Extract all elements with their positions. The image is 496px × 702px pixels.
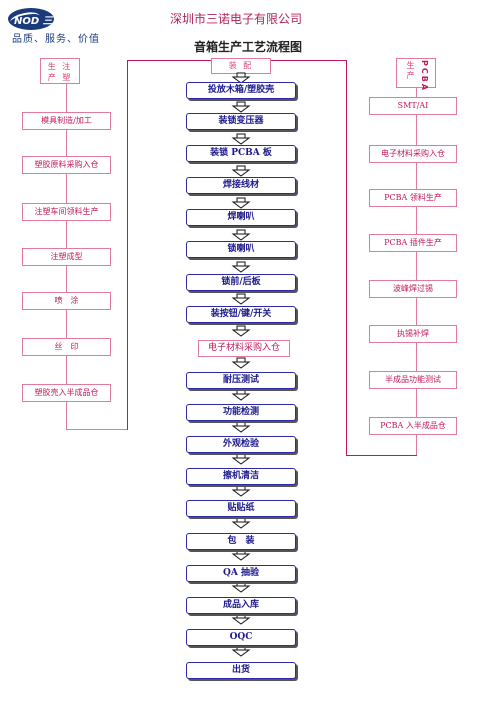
company-slogan: 品质、服务、价值	[12, 34, 100, 45]
company-logo	[8, 8, 54, 30]
right-feed-line	[346, 60, 347, 455]
right-category-box: 生产 PCBA	[396, 58, 436, 92]
center-step-1: 投放木箱/塑胶壳	[186, 82, 296, 99]
center-step-4: 焊接线材	[186, 177, 296, 194]
right-step-semi-store: PCBA 入半成品仓	[369, 417, 457, 435]
left-feed-line	[127, 60, 128, 430]
center-step-5: 焊喇叭	[186, 209, 296, 226]
right-step-pcba-issue: PCBA 领料生产	[369, 189, 457, 207]
center-step-17: 成品入库	[186, 597, 296, 614]
center-step-12: 外观检验	[186, 436, 296, 453]
left-step-issue: 注塑车间领料生产	[22, 203, 111, 221]
center-step-3: 装锁 PCBA 板	[186, 145, 296, 162]
center-step-6: 锁喇叭	[186, 241, 296, 258]
left-top-line	[127, 60, 211, 61]
right-step-wave-solder: 波峰焊过锡	[369, 280, 457, 298]
center-step-2: 装锁变压器	[186, 113, 296, 130]
right-step-func-test: 半成品功能测试	[369, 371, 457, 389]
assembly-label: 装 配	[211, 58, 271, 74]
center-step-11: 功能检测	[186, 404, 296, 421]
center-step-10: 耐压测试	[186, 372, 296, 389]
center-step-19: 出货	[186, 662, 296, 679]
left-step-semi-store: 塑胶壳入半成品仓	[22, 384, 111, 402]
page-title: 音箱生产工艺流程图	[193, 40, 302, 54]
center-step-15: 包 装	[186, 533, 296, 550]
left-step-material: 塑胶原料采购入仓	[22, 156, 111, 174]
center-step-18: OQC	[186, 629, 296, 646]
right-category-label: 生产	[406, 61, 415, 81]
left-step-molding: 注塑成型	[22, 248, 111, 266]
logo-text: NOD 三诺	[14, 16, 63, 27]
company-name: 深圳市三诺电子有限公司	[170, 12, 303, 26]
left-category-line1: 生 注	[47, 62, 73, 71]
right-step-pcba-insert: PCBA 插件生产	[369, 234, 457, 252]
right-step-material: 电子材料采购入仓	[369, 145, 457, 163]
center-step-14: 贴贴纸	[186, 500, 296, 517]
center-step-16: QA 抽验	[186, 565, 296, 582]
right-return-line	[346, 455, 417, 456]
center-step-7: 锁前/后板	[186, 274, 296, 291]
left-step-mold: 模具制造/加工	[22, 112, 111, 130]
left-step-print: 丝 印	[22, 338, 111, 356]
center-step-13: 擦机清洁	[186, 468, 296, 485]
right-top-line	[271, 60, 347, 61]
right-step-smt: SMT/AI	[369, 97, 457, 115]
center-step-8: 装按钮/键/开关	[186, 306, 296, 323]
left-step-spray: 喷 涂	[22, 292, 111, 310]
right-flow-line	[416, 88, 417, 455]
right-step-touchup: 执锡补焊	[369, 325, 457, 343]
left-category-line2: 产 塑	[47, 73, 73, 82]
left-category-box: 生 注 产 塑	[40, 58, 80, 84]
left-return-line	[66, 429, 128, 430]
center-step-9: 电子材料采购入仓	[198, 340, 290, 357]
right-category-pcba: PCBA	[420, 60, 429, 93]
